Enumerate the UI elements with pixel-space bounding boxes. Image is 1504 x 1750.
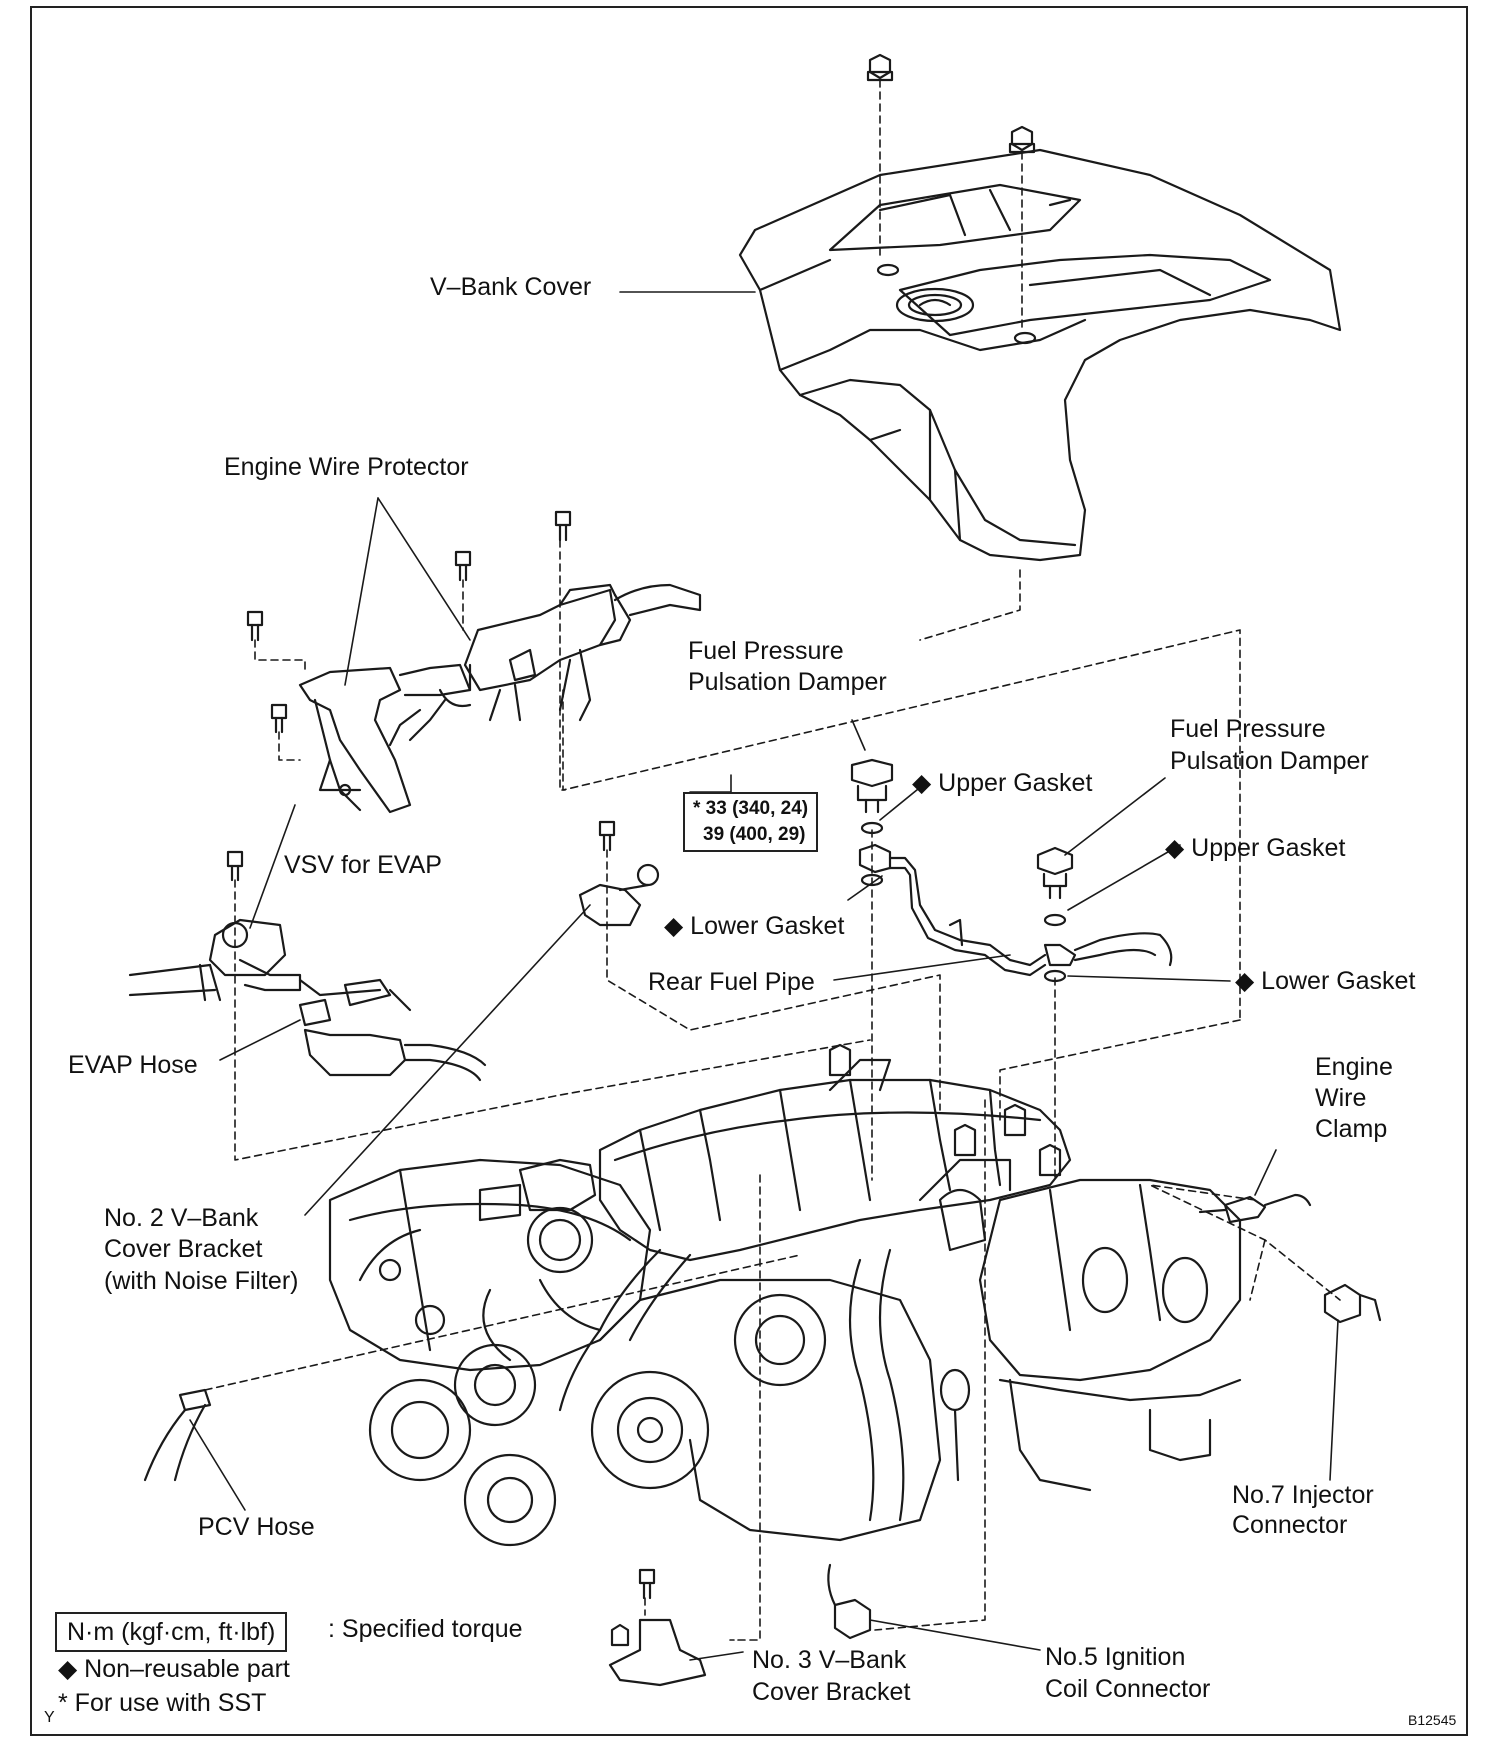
label-no7-injector-2: Connector (1232, 1511, 1348, 1539)
engine-wire-protector (298, 583, 702, 814)
label-no2-bracket-1: No. 2 V–Bank (104, 1204, 259, 1232)
label-engine-wire-protector: Engine Wire Protector (224, 453, 469, 481)
rear-fuel-pipe (858, 843, 1173, 983)
legend-unit-box: N·m (kgf·cm, ft·lbf) (55, 1612, 288, 1652)
label-upper-gasket-left: ◆ Upper Gasket (912, 769, 1093, 797)
label-no2-bracket-2: Cover Bracket (104, 1235, 263, 1263)
leader-lines (189, 291, 1339, 1661)
torque-spec-box: * 33 (340, 24) 39 (400, 29) (683, 792, 819, 852)
label-no3-bracket-2: Cover Bracket (752, 1678, 911, 1706)
label-engine-wire-clamp-2: Wire (1315, 1084, 1367, 1112)
protector-bolts (246, 510, 572, 734)
label-pcv-hose: PCV Hose (198, 1513, 315, 1541)
legend-non-reusable: ◆ Non–reusable part (58, 1655, 290, 1683)
label-engine-wire-clamp-1: Engine (1315, 1053, 1393, 1081)
label-lower-gasket-left: ◆ Lower Gasket (664, 912, 845, 940)
label-upper-gasket-right: ◆ Upper Gasket (1165, 834, 1346, 862)
legend-unit-desc: : Specified torque (328, 1615, 523, 1643)
dashed-alignment-lines (204, 79, 1341, 1641)
pcv-hose (143, 1388, 212, 1482)
no7-injector-connector (1323, 1283, 1382, 1324)
no3-bracket (608, 1568, 707, 1687)
label-rear-fuel-pipe: Rear Fuel Pipe (648, 968, 815, 996)
label-evap-hose: EVAP Hose (68, 1051, 198, 1079)
label-no2-bracket-3: (with Noise Filter) (104, 1267, 299, 1295)
label-fuel-damper-left-1: Fuel Pressure (688, 637, 844, 665)
diagram-frame (30, 6, 1468, 1736)
label-no5-ignition-2: Coil Connector (1045, 1675, 1211, 1703)
cover-nuts (866, 53, 1036, 154)
engine-block (328, 1043, 1242, 1547)
label-lower-gasket-right: ◆ Lower Gasket (1235, 967, 1416, 995)
label-no5-ignition-1: No.5 Ignition (1045, 1643, 1186, 1671)
vsv-assembly (128, 850, 487, 1082)
label-fuel-damper-right-2: Pulsation Damper (1170, 747, 1369, 775)
no2-bracket (578, 820, 660, 927)
legend-sst-note: * For use with SST (58, 1689, 267, 1717)
label-v-bank-cover: V–Bank Cover (430, 273, 592, 301)
engine-wire-clamp (1198, 1193, 1312, 1224)
label-no7-injector-1: No.7 Injector (1232, 1481, 1374, 1509)
label-no3-bracket-1: No. 3 V–Bank (752, 1646, 907, 1674)
label-vsv-for-evap: VSV for EVAP (284, 851, 442, 879)
figure-code: B12545 (1408, 1712, 1457, 1728)
v-bank-cover (738, 148, 1342, 562)
torque-spec-line2: 39 (400, 29) (703, 824, 806, 845)
legend-y-mark: Y (44, 1709, 55, 1726)
torque-spec-line1: * 33 (340, 24) (693, 798, 809, 819)
label-fuel-damper-left-2: Pulsation Damper (688, 668, 887, 696)
fuel-damper-right (1036, 846, 1074, 927)
no5-ignition-coil-connector (827, 1563, 872, 1640)
label-engine-wire-clamp-3: Clamp (1315, 1115, 1388, 1143)
label-fuel-damper-right-1: Fuel Pressure (1170, 715, 1326, 743)
